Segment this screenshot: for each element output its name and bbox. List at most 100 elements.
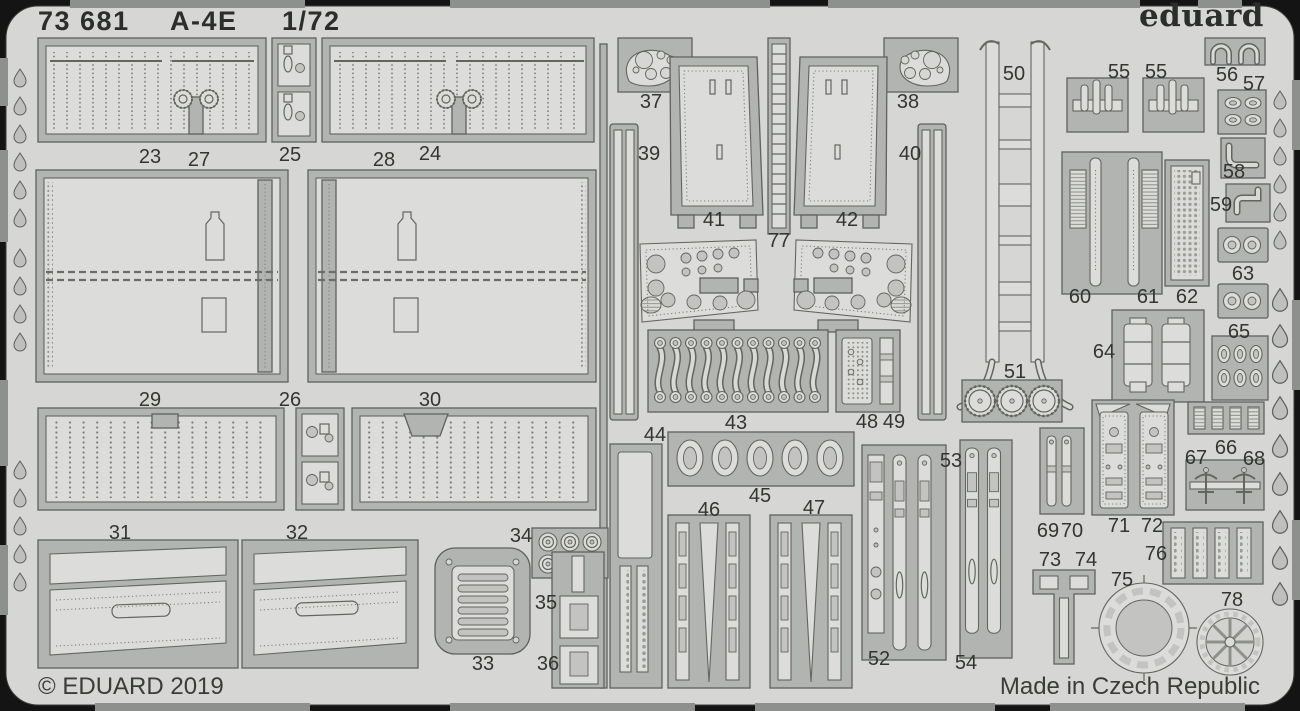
part-43 <box>647 329 829 413</box>
part-75 <box>1091 575 1197 681</box>
part-group-31 <box>37 539 239 669</box>
part-group-26 <box>295 407 345 511</box>
part-56 <box>1204 37 1266 66</box>
part-63-lower <box>1218 284 1268 318</box>
part-group-28-24 <box>321 37 595 143</box>
part-62 <box>1164 159 1210 287</box>
part-group-32 <box>241 539 419 669</box>
eduard-logo: eduard <box>1139 0 1264 34</box>
catalog-number: 73 681 <box>38 6 130 36</box>
part-76 <box>1162 521 1264 585</box>
part-group-71-72 <box>1091 399 1175 516</box>
part-77 <box>767 37 791 235</box>
part-label-37: 37 <box>640 91 662 113</box>
kit-scale: 1/72 <box>282 6 341 36</box>
part-label-28: 28 <box>373 149 395 171</box>
part-40 <box>917 123 947 421</box>
part-label-55a: 55 <box>1108 61 1130 83</box>
part-label-53: 53 <box>940 450 962 472</box>
part-label-66: 66 <box>1215 437 1237 459</box>
part-label-76: 76 <box>1145 543 1167 565</box>
part-group-35-36 <box>551 551 605 689</box>
part-label-49: 49 <box>883 411 905 433</box>
part-group-25 <box>271 37 317 143</box>
part-group-69-70 <box>1039 427 1085 515</box>
part-label-47: 47 <box>803 497 825 519</box>
part-label-32: 32 <box>286 522 308 544</box>
part-number-labels: 23 27 25 28 24 37 38 39 40 41 42 77 50 5… <box>109 61 1265 675</box>
made-in-text: Made in Czech Republic <box>1000 673 1260 700</box>
part-label-41: 41 <box>703 209 725 231</box>
part-label-33: 33 <box>472 653 494 675</box>
copyright-text: © EDUARD 2019 <box>38 673 224 700</box>
part-label-77: 77 <box>768 230 790 252</box>
part-group-52-53 <box>861 444 947 661</box>
part-label-30: 30 <box>419 389 441 411</box>
part-label-70: 70 <box>1061 520 1083 542</box>
part-label-39: 39 <box>638 143 660 165</box>
part-47 <box>769 514 853 689</box>
part-label-27: 27 <box>188 149 210 171</box>
part-66 <box>1187 401 1265 435</box>
part-group-73-74 <box>1032 569 1096 665</box>
part-57 <box>1217 89 1267 135</box>
part-label-36: 36 <box>537 653 559 675</box>
part-label-45: 45 <box>749 485 771 507</box>
wing-panel-left <box>35 169 289 383</box>
part-39 <box>609 123 639 421</box>
part-label-71: 71 <box>1108 515 1130 537</box>
part-label-59: 59 <box>1210 194 1232 216</box>
part-label-48: 48 <box>856 411 878 433</box>
part-label-60: 60 <box>1069 286 1091 308</box>
part-63-upper <box>1218 228 1268 262</box>
part-label-34: 34 <box>510 525 532 547</box>
part-group-60-61 <box>1061 151 1163 295</box>
part-label-72: 72 <box>1141 515 1163 537</box>
part-label-62: 62 <box>1176 286 1198 308</box>
part-59 <box>1225 183 1271 223</box>
part-label-78: 78 <box>1221 589 1243 611</box>
part-42 <box>793 56 888 229</box>
part-label-63: 63 <box>1232 263 1254 285</box>
part-label-40: 40 <box>899 143 921 165</box>
part-group-23-27 <box>37 37 267 143</box>
part-label-29: 29 <box>139 389 161 411</box>
part-label-42: 42 <box>836 209 858 231</box>
part-label-73: 73 <box>1039 549 1061 571</box>
part-group-67-68 <box>1185 459 1265 511</box>
part-label-58: 58 <box>1223 161 1245 183</box>
part-label-38: 38 <box>897 91 919 113</box>
part-38 <box>883 37 959 93</box>
part-label-74: 74 <box>1075 549 1097 571</box>
part-46 <box>667 514 751 689</box>
part-label-23: 23 <box>139 146 161 168</box>
part-55-right <box>1142 77 1205 133</box>
part-label-31: 31 <box>109 522 131 544</box>
part-label-44: 44 <box>644 424 666 446</box>
part-51 <box>961 379 1063 423</box>
part-33 <box>434 547 531 655</box>
part-label-69: 69 <box>1037 520 1059 542</box>
part-label-26: 26 <box>279 389 301 411</box>
part-55-left <box>1066 77 1129 133</box>
part-64 <box>1111 309 1205 403</box>
wing-panel-right <box>307 169 597 383</box>
part-label-24: 24 <box>419 143 441 165</box>
part-label-55b: 55 <box>1145 61 1167 83</box>
part-label-64: 64 <box>1093 341 1115 363</box>
part-label-67: 67 <box>1185 447 1207 469</box>
part-label-35: 35 <box>535 592 557 614</box>
part-label-61: 61 <box>1137 286 1159 308</box>
part-label-75: 75 <box>1111 569 1133 591</box>
part-group-54 <box>959 439 1013 659</box>
part-label-52: 52 <box>868 648 890 670</box>
part-41 <box>669 56 764 229</box>
part-label-54: 54 <box>955 652 977 674</box>
part-label-50: 50 <box>1003 63 1025 85</box>
part-65 <box>1211 335 1269 401</box>
part-group-29 <box>37 407 285 511</box>
part-label-46: 46 <box>698 499 720 521</box>
